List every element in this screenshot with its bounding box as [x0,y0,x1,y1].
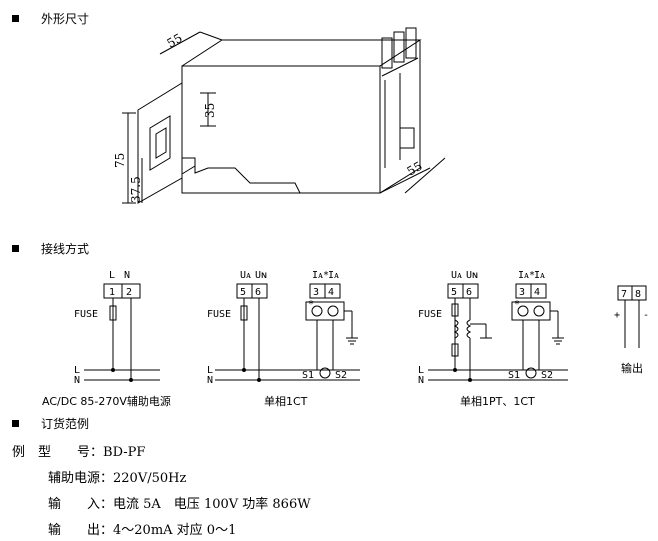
d3-fuse: FUSE [418,309,442,320]
d3-s1: S1 [508,370,520,381]
body-top-face [181,39,422,67]
caption-output: 输出 [621,362,643,375]
caption-aux-power: AC/DC 85-270V辅助电源 [42,395,171,408]
d3-term-3: 3 [519,287,525,298]
dim-37-5: 37.5 [129,176,143,203]
section-heading-wiring: 接线方式 [12,240,89,257]
caption-single-ct: 单相1CT [264,395,308,408]
d3-term-5: 5 [451,287,457,298]
d2-ia-in: Iᴀ* [312,270,329,281]
d3-term-6: 6 [466,287,472,298]
order-output-label: 输 出： [48,523,114,538]
d2-term-5: 5 [240,287,246,298]
body-front-face [181,65,381,194]
d1-top-l: L [109,270,115,281]
d2-line-n: N [207,375,213,386]
bullet-square-icon [12,245,19,252]
dim-55-top: 55 [165,31,185,51]
dimension-drawing: 55 35 75 37.5 55 [113,27,446,204]
d1-line-l: L [74,365,80,376]
section-heading-ordering: 订货范例 [12,415,89,432]
wiring-diagrams: L N 1 2 FUSE L N Uᴀ Uɴ 5 6 Iᴀ* Iᴀ 3 4 * … [74,270,649,386]
order-aux-row: 辅助电源：220V/50Hz [48,467,186,486]
d2-star: * [308,299,314,310]
d3-ua: Uᴀ [451,270,463,281]
order-input-row: 输 入：电流 5A 电压 100V 功率 866W [48,493,311,512]
section-title: 接线方式 [41,242,90,256]
d3-s2: S2 [541,370,553,381]
section-title: 外形尺寸 [41,12,90,26]
order-output-row: 输 出：4～20mA 对应 0～1 [48,519,236,538]
dim-55-right: 55 [405,159,425,179]
d4-minus: - [643,310,649,321]
d2-ia: Iᴀ [328,270,340,281]
d1-line-n: N [74,375,80,386]
order-input-label: 输 入： [48,497,114,512]
d1-term-2: 2 [126,287,132,298]
d3-term-4: 4 [534,287,540,298]
d1-fuse: FUSE [74,309,98,320]
order-model-value: BD-PF [103,445,146,460]
d1-term-1: 1 [109,287,115,298]
bullet-square-icon [12,15,19,22]
caption-pt-ct: 单相1PT、1CT [460,395,535,408]
order-aux-value: 220V/50Hz [113,471,187,486]
d3-un: Uɴ [466,270,478,281]
order-input-value: 电流 5A 电压 100V 功率 866W [113,497,311,512]
d2-term-3: 3 [313,287,319,298]
d2-term-4: 4 [328,287,334,298]
body-side-face [379,40,421,194]
d2-fuse: FUSE [207,309,231,320]
d3-star: * [514,299,520,310]
d3-ia: Iᴀ [534,270,546,281]
mounting-plate [137,82,183,204]
d4-term-7: 7 [621,289,627,300]
d1-top-n: N [124,270,130,281]
order-output-value: 4～20mA 对应 0～1 [113,523,237,538]
d2-ua: Uᴀ [240,270,252,281]
d2-s1: S1 [302,370,314,381]
dim-35: 35 [203,103,217,118]
d4-plus: + [614,310,620,321]
d3-line-n: N [418,375,424,386]
bullet-square-icon [12,420,19,427]
section-heading-dimensions: 外形尺寸 [12,10,89,27]
d2-line-l: L [207,365,213,376]
d2-un: Uɴ [255,270,267,281]
section-title: 订货范例 [41,417,90,431]
d4-term-8: 8 [635,289,641,300]
d2-s2: S2 [335,370,347,381]
d3-ia-in: Iᴀ* [518,270,535,281]
d3-line-l: L [418,365,424,376]
order-model-row: 例 型 号：BD-PF [12,441,145,460]
order-aux-label: 辅助电源： [48,471,114,486]
order-model-label: 例 型 号： [12,445,104,460]
dim-75: 75 [113,153,127,168]
d2-term-6: 6 [255,287,261,298]
